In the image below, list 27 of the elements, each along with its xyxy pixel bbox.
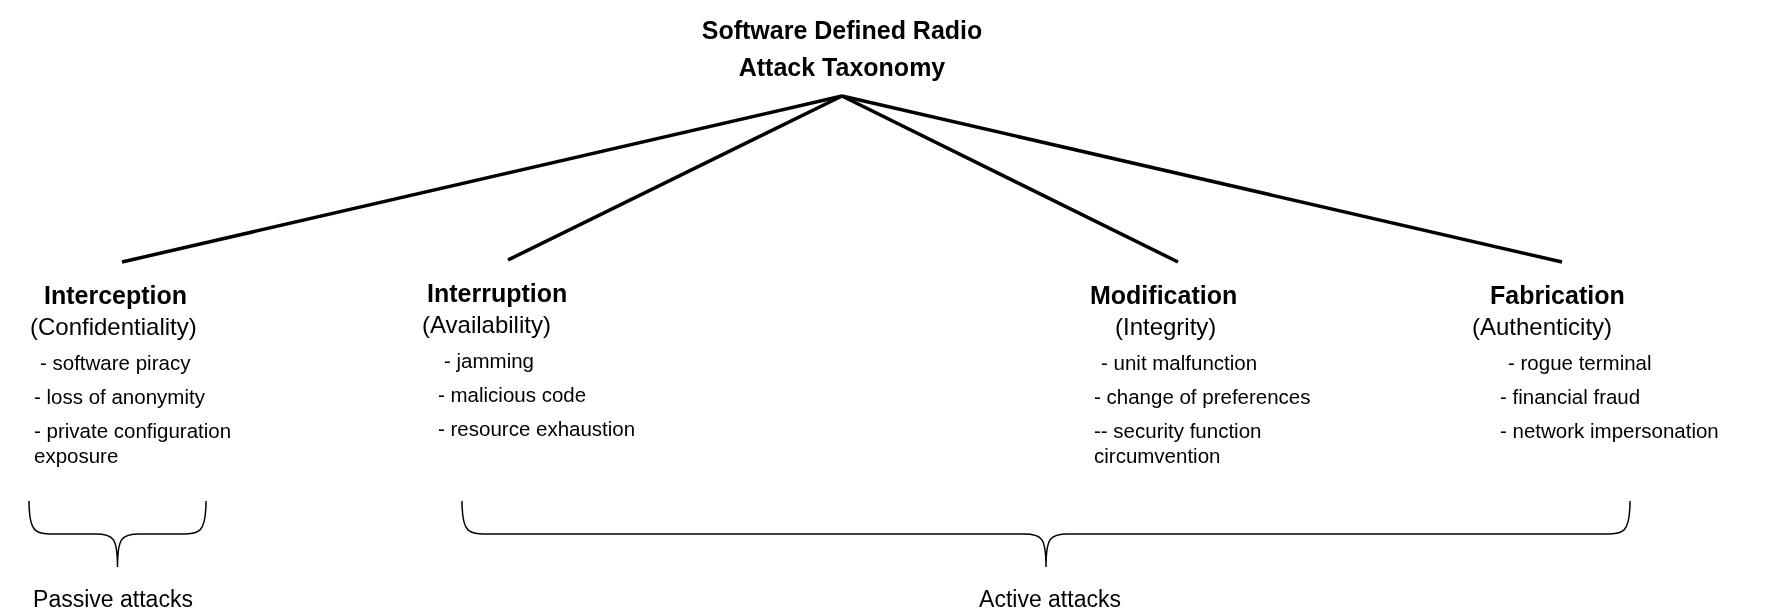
attack-item: - private configuration exposure: [34, 418, 233, 468]
attack-item: - resource exhaustion: [438, 416, 636, 441]
category-subtitle: (Confidentiality): [30, 312, 197, 342]
attack-item: - unit malfunction: [1101, 350, 1258, 375]
attack-item: - loss of anonymity: [34, 384, 205, 409]
attack-item: - malicious code: [438, 382, 587, 407]
category-subtitle: (Authenticity): [1472, 312, 1613, 342]
category-heading: Modification: [1090, 280, 1238, 311]
attack-item: - network impersonation: [1500, 418, 1719, 443]
category-heading: Interruption: [427, 278, 568, 309]
category-heading: Interception: [44, 280, 188, 311]
connector-line: [841, 94, 1563, 264]
category-subtitle: (Integrity): [1115, 312, 1217, 342]
root-node-label: Software Defined Radio Attack Taxonomy: [700, 15, 984, 83]
connector-line: [121, 94, 843, 264]
attack-item: - rogue terminal: [1508, 350, 1652, 375]
category-heading: Fabrication: [1490, 280, 1625, 311]
group-label: Passive attacks: [33, 586, 193, 613]
attack-item: - change of preferences: [1094, 384, 1311, 409]
connector-line: [841, 94, 1179, 264]
attack-item: - financial fraud: [1500, 384, 1641, 409]
group-label: Active attacks: [979, 586, 1121, 613]
attack-item: -- security function circumvention: [1094, 418, 1263, 468]
connector-line: [507, 94, 843, 262]
attack-item: - software piracy: [40, 350, 191, 375]
attack-item: - jamming: [444, 348, 534, 373]
category-subtitle: (Availability): [422, 310, 551, 340]
